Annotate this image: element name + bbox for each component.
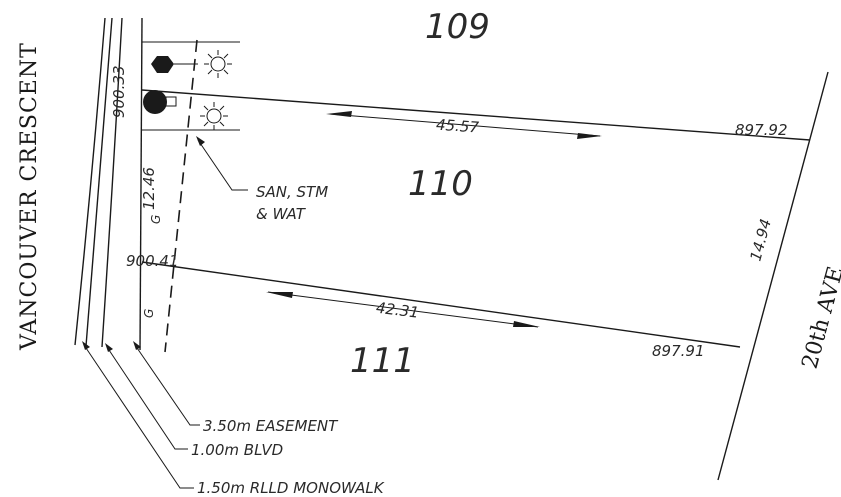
gas-line-marker: G [142, 309, 156, 318]
dimension-west-width: 12.46 [140, 167, 158, 210]
easement-leader-line [134, 344, 200, 426]
light-standard-icon [204, 50, 232, 78]
dimension-east-width: 14.94 [746, 217, 775, 263]
lot-number-110: 110 [408, 164, 473, 204]
elevation-se: 897.91 [652, 342, 705, 360]
services-label-line1: SAN, STM [256, 183, 328, 201]
property-line-west [139, 17, 143, 351]
dimension-top-length: 45.57 [435, 116, 480, 137]
dimension-arrow-top-right [577, 133, 602, 139]
elevation-sw: 900.41 [126, 252, 179, 270]
dimension-line-bottom [267, 291, 539, 328]
service-box-outline [142, 41, 240, 131]
street-name-east: 20th AVE [798, 264, 841, 372]
elevation-nw: 900.33 [110, 66, 128, 119]
street-name-west: VANCOUVER CRESCENT [17, 42, 42, 351]
easement-dashed-line [164, 39, 198, 353]
monowalk-leader-line [83, 344, 194, 489]
services-leader-line [197, 139, 248, 191]
dimension-arrow-top-left [326, 111, 352, 117]
monowalk-callout: 1.50m RLLD MONOWALK [197, 479, 385, 497]
dimension-arrow-bottom-right [513, 321, 540, 327]
property-line-east [717, 71, 829, 481]
monowalk-arrowhead [82, 341, 90, 350]
lot-number-111: 111 [350, 341, 415, 381]
blvd-arrowhead [105, 343, 113, 352]
lot-line-110-south [141, 261, 741, 348]
lot-line-110-north [141, 89, 811, 141]
hexagon-marker [151, 56, 174, 73]
easement-arrowhead [133, 341, 141, 350]
road-edge-line [74, 17, 106, 346]
boulevard-edge-line [101, 17, 123, 348]
gas-line-marker: G [149, 215, 163, 224]
services-arrowhead [196, 136, 205, 146]
lot-number-109: 109 [425, 7, 490, 47]
dimension-arrow-bottom-left [266, 292, 293, 298]
elevation-ne: 897.92 [735, 121, 788, 139]
easement-callout: 3.50m EASEMENT [203, 417, 339, 435]
blvd-callout: 1.00m BLVD [191, 441, 283, 459]
monowalk-edge-line [85, 17, 113, 347]
light-standard-icon [200, 102, 228, 130]
dimension-bottom-length: 42.31 [375, 299, 420, 322]
blvd-leader-line [106, 346, 188, 450]
circle-marker [143, 90, 167, 114]
dimension-line-top [329, 113, 601, 137]
services-label-line2: & WAT [256, 205, 307, 223]
circle-marker-tab [165, 96, 177, 107]
